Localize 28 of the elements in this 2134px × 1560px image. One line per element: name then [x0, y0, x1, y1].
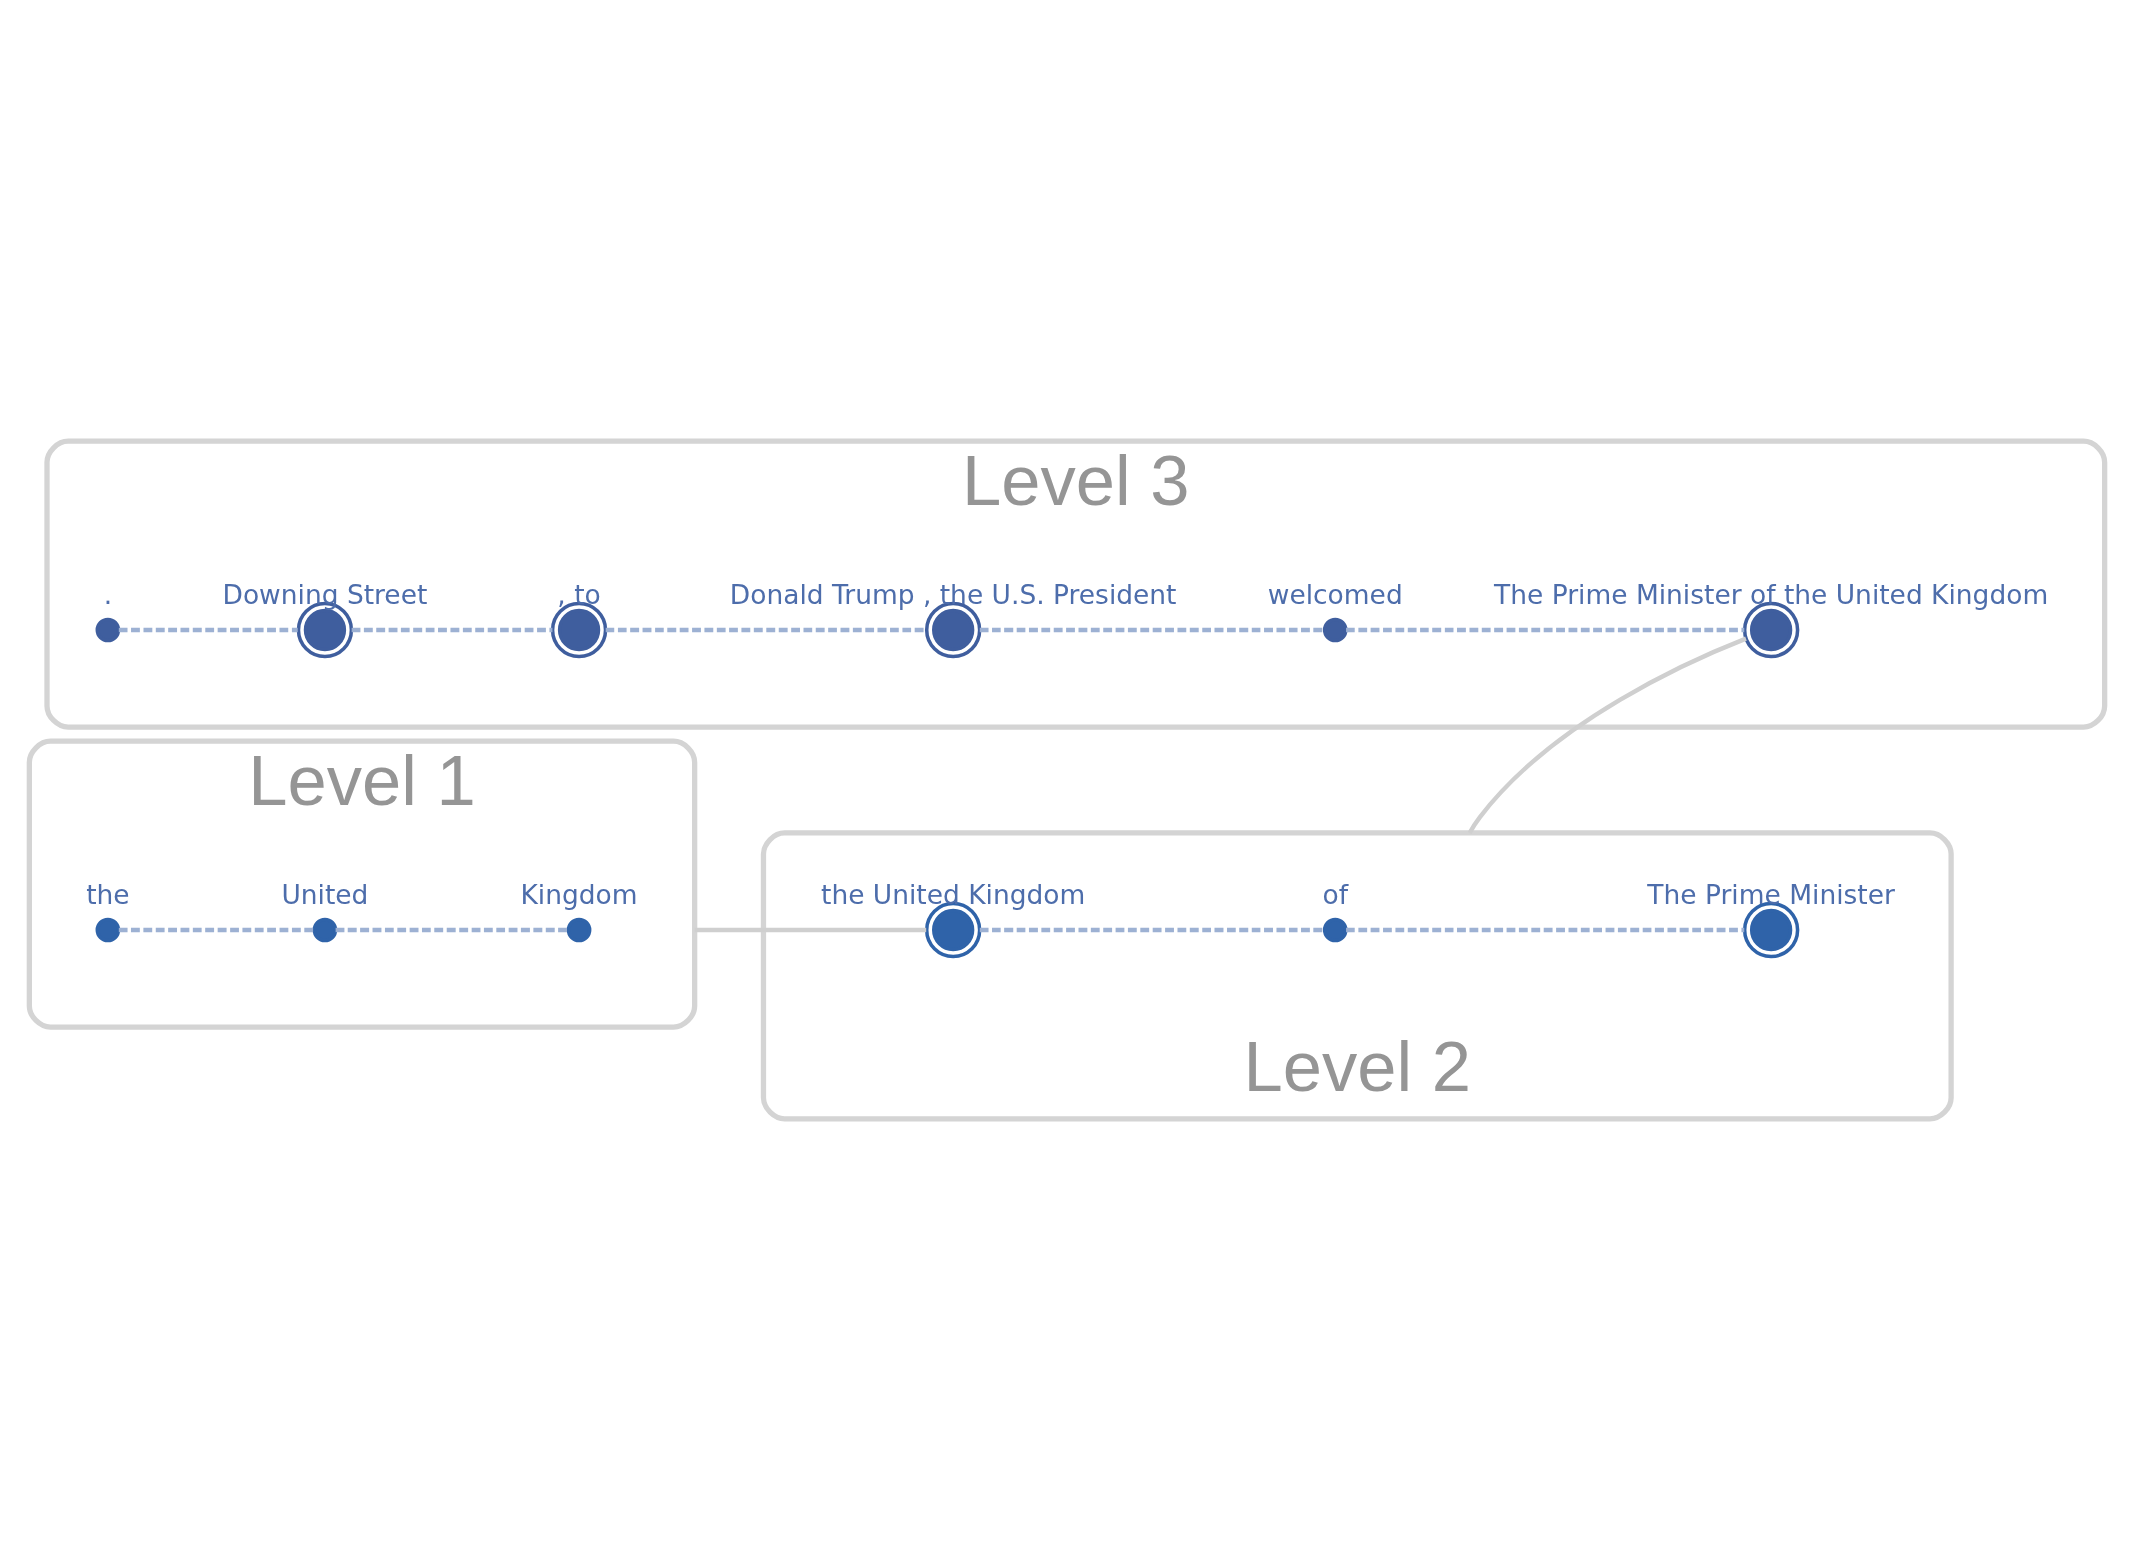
node-label: of	[1322, 879, 1348, 911]
node-label: Kingdom	[520, 879, 638, 911]
node-label: the	[86, 879, 130, 911]
connector	[118, 627, 298, 633]
connector	[118, 927, 315, 933]
node-label: The Prime Minister	[1647, 879, 1895, 911]
node-label: Donald Trump , the U.S. President	[729, 579, 1177, 611]
node-circle	[566, 917, 592, 943]
node-circle	[312, 917, 338, 943]
node-circle	[95, 617, 121, 643]
node-label: United	[281, 879, 369, 911]
node-label: Downing Street	[222, 579, 428, 611]
node-circle	[1322, 617, 1348, 643]
node-label: .	[103, 579, 113, 611]
connector	[694, 927, 927, 933]
connector	[1346, 927, 1745, 933]
connector	[605, 627, 927, 633]
connector	[979, 927, 1325, 933]
node-label: , to	[557, 579, 601, 611]
connector	[979, 627, 1325, 633]
node-label: welcomed	[1267, 579, 1403, 611]
connector	[351, 627, 553, 633]
node-label: The Prime Minister of the United Kingdom	[1494, 579, 2049, 611]
connector	[1346, 627, 1745, 633]
node-circle	[1322, 917, 1348, 943]
node-label: the United Kingdom	[821, 879, 1086, 911]
connector	[335, 927, 569, 933]
node-circle	[95, 917, 121, 943]
